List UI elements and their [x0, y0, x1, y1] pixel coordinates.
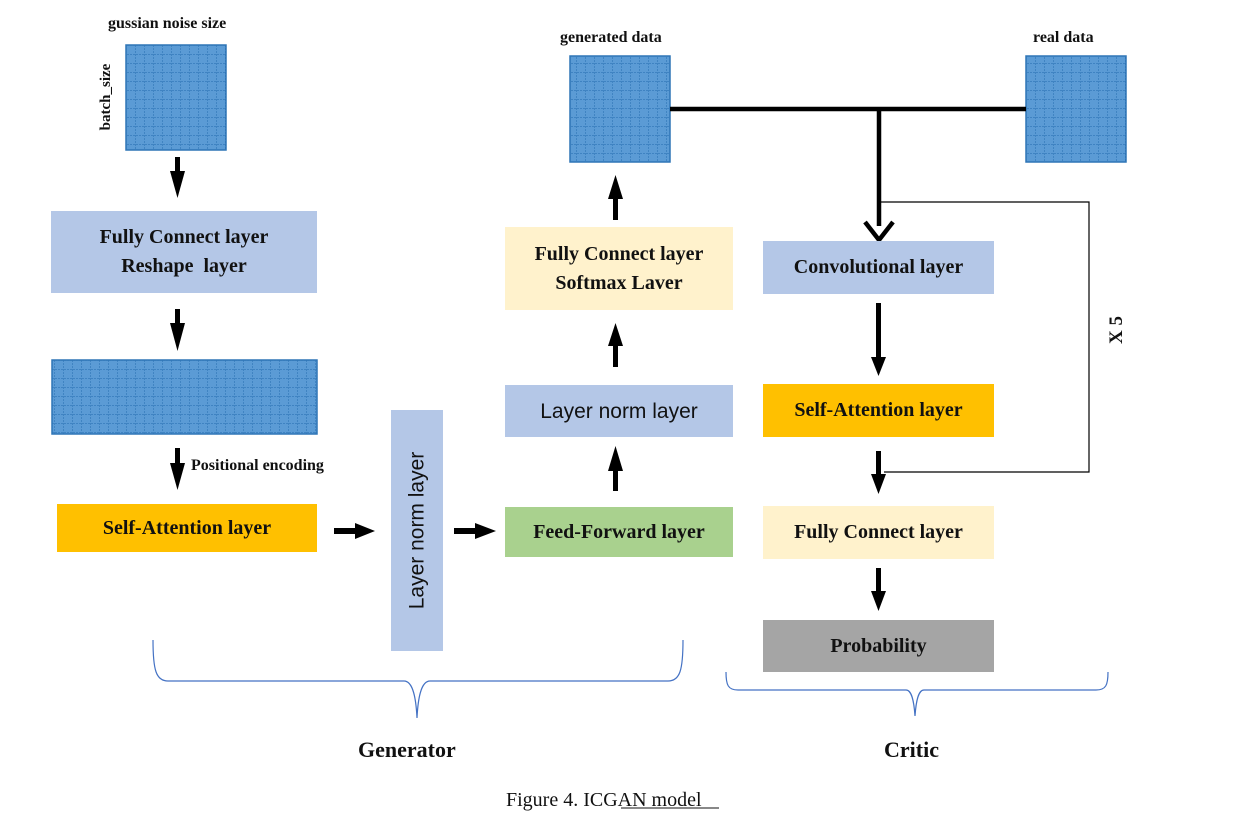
arrow-down-icon: [170, 448, 185, 490]
fc-layer-label: Fully Connect layer: [534, 242, 704, 265]
arrow-down-icon: [871, 568, 886, 611]
arrow-down-icon: [170, 157, 185, 198]
noise-grid-icon: [125, 44, 227, 151]
figure-caption: Figure 4. ICGAN model: [506, 789, 702, 811]
generated-data-grid-icon: [569, 55, 671, 163]
noise-size-label: gussian noise size: [108, 15, 227, 32]
chevron-down-icon: [863, 220, 895, 244]
generator-brace-icon: [152, 639, 684, 719]
arrow-up-icon: [608, 175, 623, 220]
arrow-up-icon: [608, 446, 623, 491]
arrow-down-icon: [871, 303, 886, 376]
critic-brace-icon: [725, 671, 1109, 717]
reshape-layer-label: Reshape layer: [121, 255, 247, 277]
fc-softmax-layer-box: Fully Connect layer Softmax Laver: [505, 227, 733, 310]
feed-forward-layer-box: Feed-Forward layer: [505, 507, 733, 557]
arrow-down-icon: [871, 451, 886, 494]
real-data-grid-icon: [1025, 55, 1127, 163]
positional-encoding-label: Positional encoding: [191, 457, 324, 474]
repeat-loop-line: [879, 201, 1090, 473]
arrow-down-icon: [170, 309, 185, 351]
generator-label: Generator: [358, 737, 456, 762]
fc-layer-label: Fully Connect layer: [99, 226, 269, 248]
arrow-right-icon: [334, 523, 375, 539]
critic-fully-connect-box: Fully Connect layer: [763, 506, 994, 559]
batch-size-label: batch_size: [98, 63, 114, 131]
arrow-right-icon: [454, 523, 496, 539]
convolutional-layer-box: Convolutional layer: [763, 241, 994, 294]
probability-box: Probability: [763, 620, 994, 672]
generator-self-attention-box: Self-Attention layer: [57, 504, 317, 552]
vertical-layer-norm-box: Layer norm layer: [391, 410, 443, 651]
generated-data-label: generated data: [560, 29, 662, 46]
reshaped-grid-icon: [51, 359, 318, 435]
critic-label: Critic: [884, 737, 939, 762]
critic-self-attention-box: Self-Attention layer: [763, 384, 994, 437]
fc-reshape-layer-box: Fully Connect layer Reshape layer: [51, 211, 317, 293]
real-data-label: real data: [1033, 29, 1094, 46]
arrow-up-icon: [608, 323, 623, 367]
layer-norm-layer-box: Layer norm layer: [505, 385, 733, 437]
softmax-layer-label: Softmax Laver: [555, 271, 683, 294]
repeat-count-label: X 5: [1106, 316, 1127, 344]
